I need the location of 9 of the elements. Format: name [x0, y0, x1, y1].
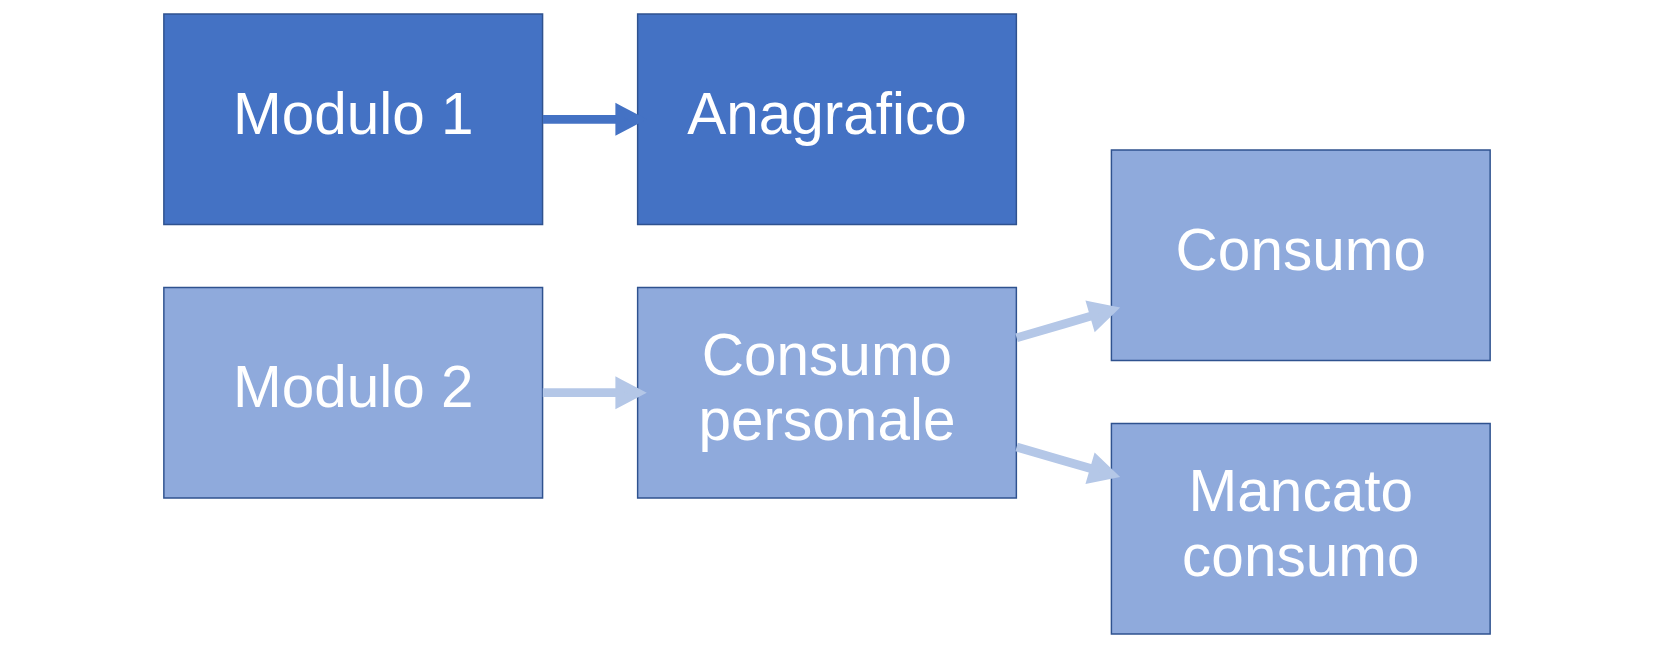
- node-box: Consumo personale: [636, 286, 1017, 499]
- arrow: [1014, 300, 1120, 342]
- arrow: [1014, 442, 1120, 485]
- node-box: Modulo 2: [162, 286, 543, 499]
- node-box: Anagrafico: [636, 13, 1017, 226]
- arrow: [542, 376, 647, 410]
- node-box: Consumo: [1110, 149, 1491, 362]
- node-box: Modulo 1: [162, 13, 543, 226]
- node-box: Mancato consumo: [1110, 422, 1491, 635]
